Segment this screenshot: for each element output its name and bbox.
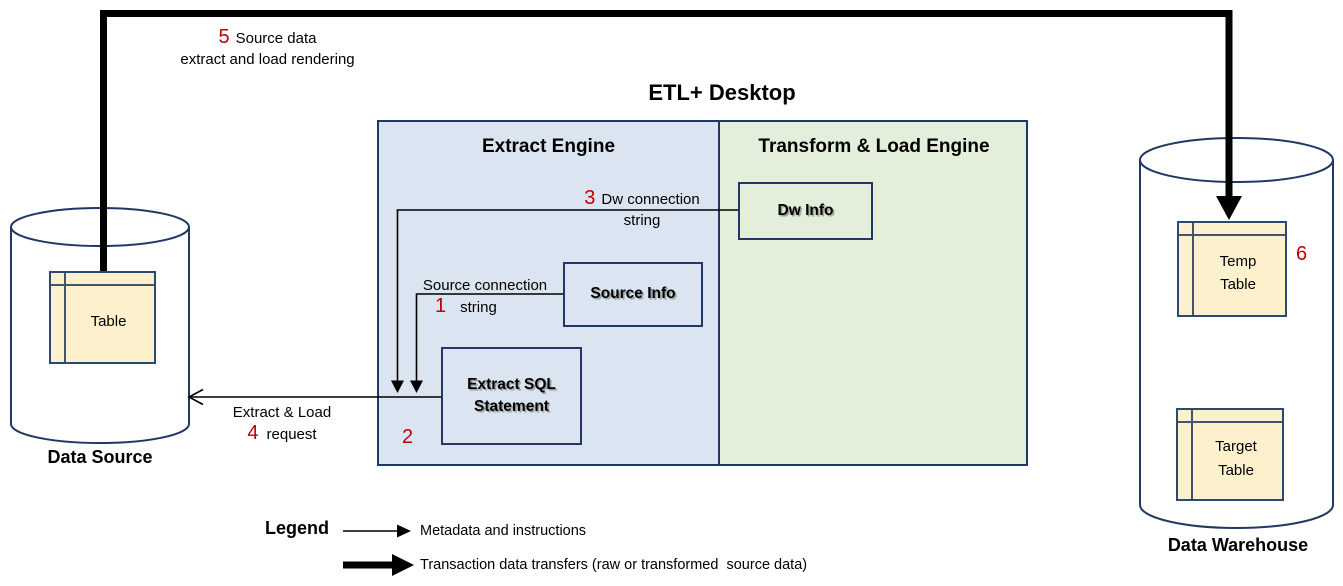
extract-load-request-arrow — [187, 388, 441, 406]
legend-title: Legend — [265, 518, 330, 538]
transfer-pipe-arrow — [100, 10, 1242, 271]
table-header-line — [1178, 421, 1282, 423]
callout-4-text: Extract & Load — [232, 404, 332, 421]
callout-3-number: 3 — [584, 187, 596, 209]
table-column-line — [64, 273, 66, 362]
callout-4-text2: request — [266, 426, 317, 443]
callout-1-text2: string — [460, 299, 497, 316]
target-table-label: Target Table — [1215, 438, 1257, 479]
callout-5-number: 5 — [218, 26, 230, 48]
callout-3: 3 Dw connection string — [573, 188, 711, 231]
callout-6-number: 6 — [1296, 243, 1308, 265]
source-info-label: Source Info — [590, 285, 676, 303]
legend-thick-arrow — [343, 554, 414, 576]
table-column-line — [1191, 410, 1193, 499]
callout-3-text: Dw connection — [601, 191, 700, 208]
source-table-icon: Table — [49, 271, 156, 364]
callout-1-text: Source connection — [422, 277, 548, 294]
callout-1-number: 1 — [435, 295, 447, 317]
callout-5-text: Source data — [235, 30, 317, 47]
table-column-line — [1192, 223, 1194, 315]
source-table-label: Table — [90, 312, 127, 330]
extract-sql-statement-box: Extract SQL Statement — [441, 347, 582, 445]
dw-info-box: Dw Info — [738, 182, 873, 240]
target-table-icon: Target Table — [1176, 408, 1284, 501]
table-header-line — [51, 284, 154, 286]
callout-5: 5 Source data extract and load rendering — [170, 27, 365, 70]
dw-connection-arrow — [391, 209, 738, 393]
source-info-box: Source Info — [563, 262, 703, 327]
callout-1: Source connection 1 string — [417, 275, 553, 318]
source-connection-arrow — [410, 293, 563, 393]
legend-thin-arrow-label: Metadata and instructions — [420, 523, 587, 539]
table-header-line — [1179, 234, 1285, 236]
dw-info-label: Dw Info — [777, 201, 834, 219]
callout-4: Extract & Load 4 request — [222, 402, 342, 445]
legend-thin-arrow — [343, 524, 411, 538]
callout-3-text2: string — [623, 212, 661, 229]
extract-sql-statement-label: Extract SQL Statement — [467, 375, 556, 415]
page-title: ETL+ Desktop — [648, 80, 796, 105]
temp-table-icon: Temp Table — [1177, 221, 1287, 317]
transform-load-engine-panel — [719, 120, 1028, 466]
data-warehouse-label: Data Warehouse — [1167, 535, 1309, 555]
callout-2-number: 2 — [402, 426, 414, 448]
legend-thick-arrow-label: Transaction data transfers (raw or trans… — [420, 557, 808, 573]
callout-5-text2: extract and load rendering — [180, 51, 355, 68]
transform-load-engine-title: Transform & Load Engine — [758, 136, 990, 157]
temp-table-label: Temp Table — [1219, 252, 1257, 293]
callout-4-number: 4 — [247, 422, 259, 444]
extract-engine-title: Extract Engine — [481, 136, 616, 157]
data-source-label: Data Source — [47, 447, 153, 467]
